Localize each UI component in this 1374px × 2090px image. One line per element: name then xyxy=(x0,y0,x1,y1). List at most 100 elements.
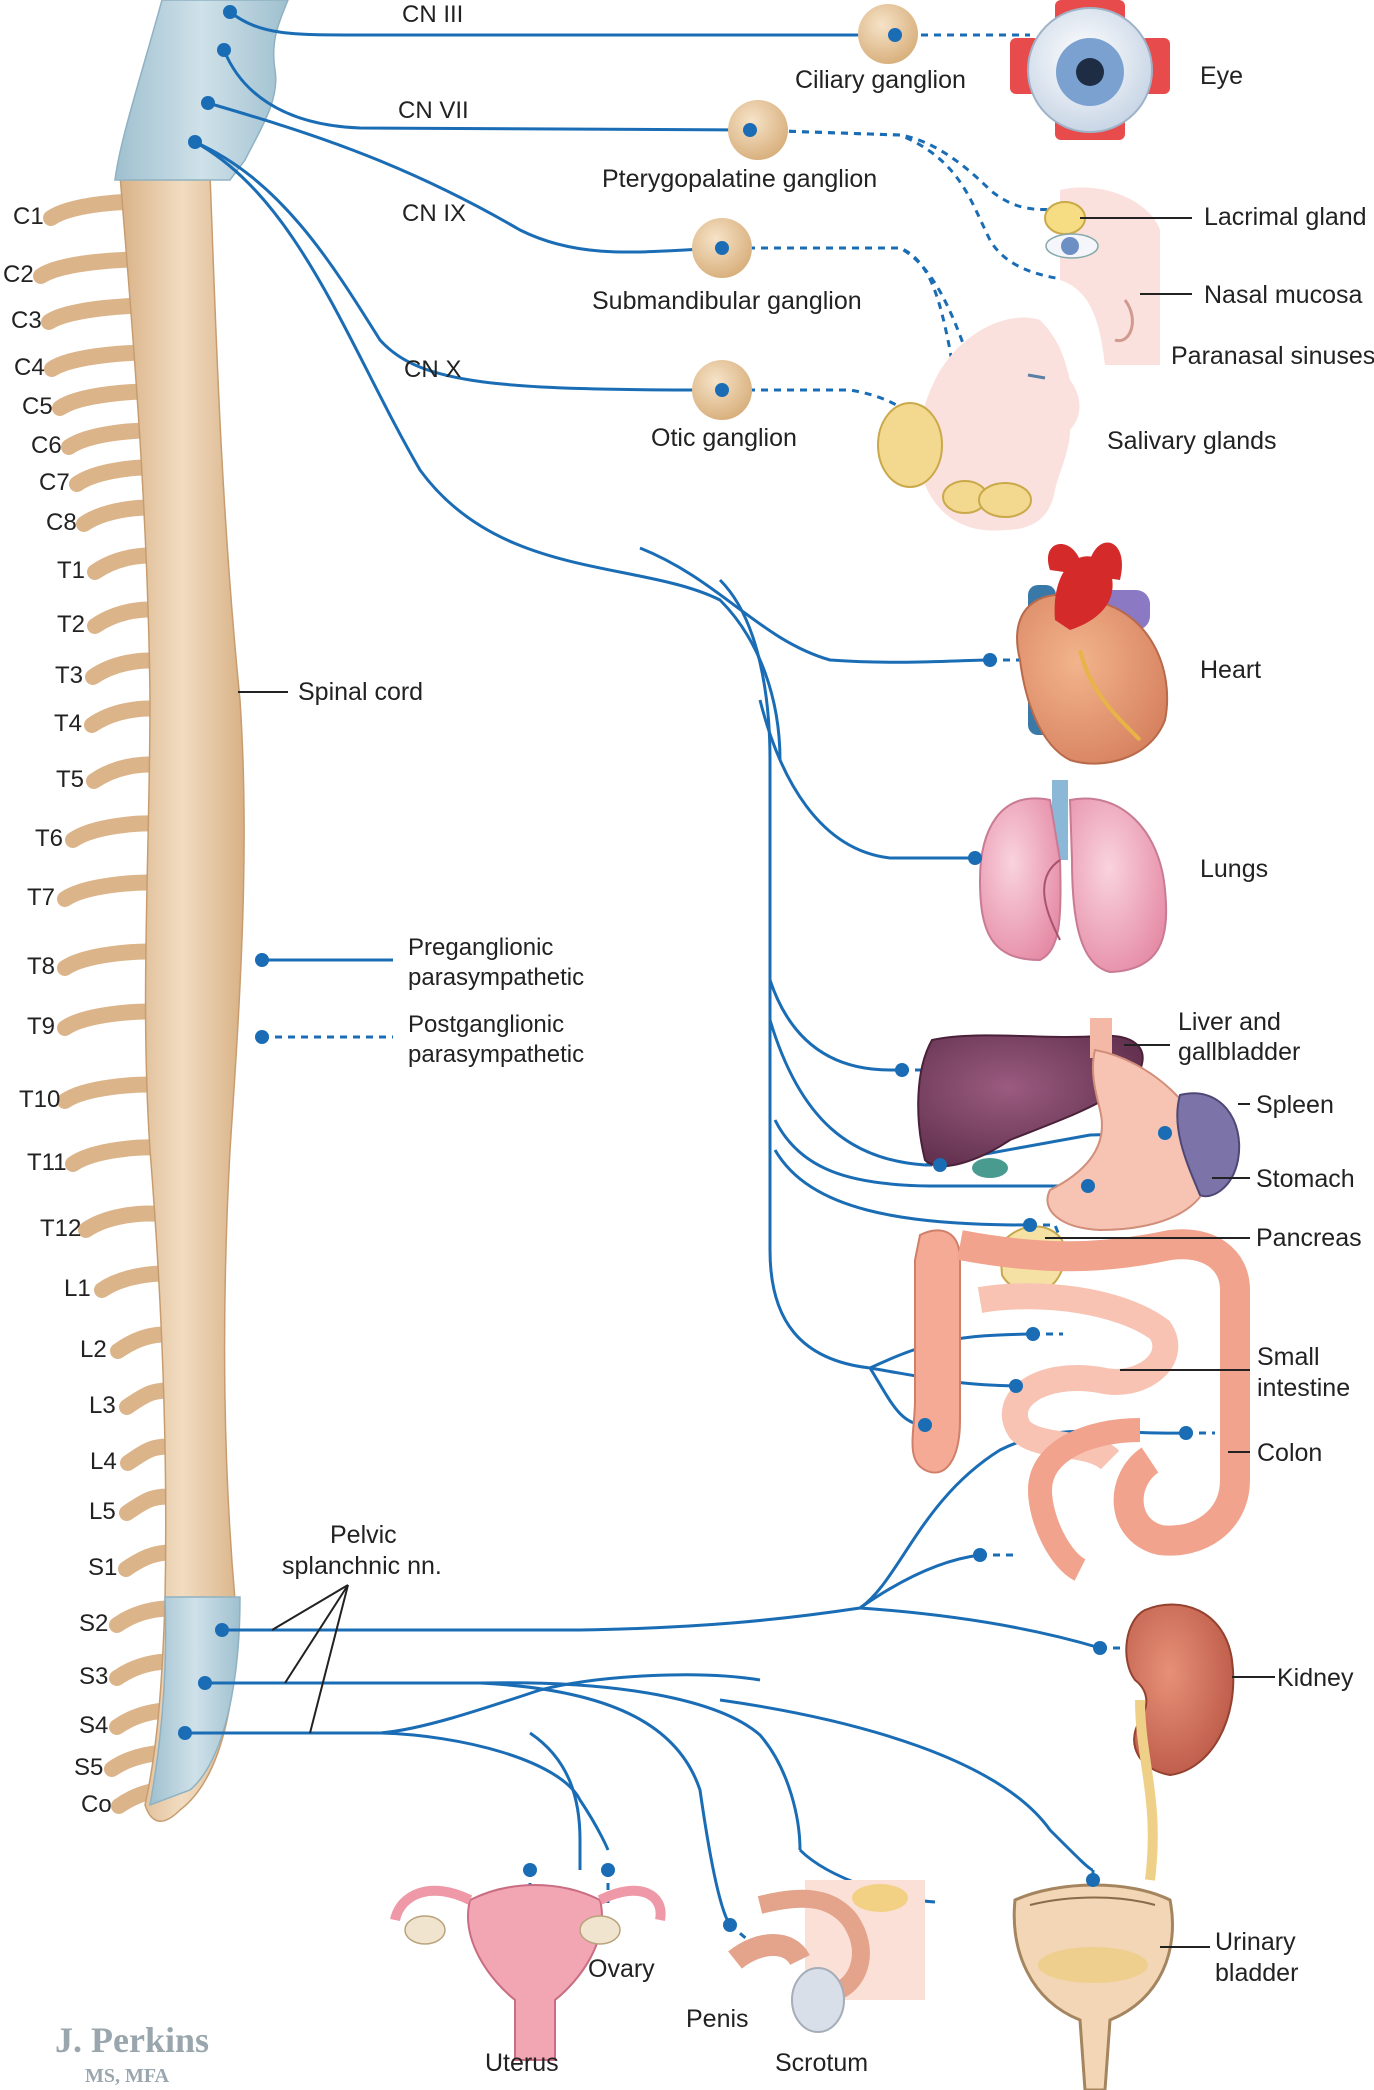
bladder-illustration xyxy=(1012,1883,1174,2090)
synapse-dot xyxy=(715,383,729,397)
segment-label-c6: C6 xyxy=(31,432,62,459)
salivary-illustration xyxy=(877,317,1080,531)
intestines-illustration xyxy=(911,1229,1250,1581)
eye-label: Eye xyxy=(1200,62,1243,90)
segment-label-l3: L3 xyxy=(89,1392,116,1419)
segment-label-c5: C5 xyxy=(22,393,53,420)
pancreas-label: Pancreas xyxy=(1256,1224,1362,1252)
paranasal-label: Paranasal sinuses xyxy=(1171,342,1374,370)
bladder-label-2: bladder xyxy=(1215,1959,1298,1987)
synapse-dot xyxy=(918,1418,932,1432)
heart-illustration xyxy=(1016,542,1169,765)
ciliary-ganglion xyxy=(858,4,918,64)
spinal-nerve-root-t7 xyxy=(57,874,168,907)
segment-label-t11: T11 xyxy=(27,1149,67,1176)
colon-label: Colon xyxy=(1257,1439,1322,1467)
synapse-dot xyxy=(715,241,729,255)
synapse-dot xyxy=(178,1726,192,1740)
synapse-dot xyxy=(983,653,997,667)
synapse-dot xyxy=(1158,1126,1172,1140)
segment-label-c7: C7 xyxy=(39,469,70,496)
segment-label-t12: T12 xyxy=(40,1215,81,1242)
cn3-label: CN III xyxy=(402,1,463,28)
cn10-label: CN X xyxy=(404,356,461,383)
segment-label-s3: S3 xyxy=(79,1663,108,1690)
segment-label-t9: T9 xyxy=(27,1013,55,1040)
segment-label-t4: T4 xyxy=(54,710,82,737)
synapse-dot xyxy=(1081,1179,1095,1193)
small-intestine-label-1: Small xyxy=(1257,1343,1320,1371)
ovary-label: Ovary xyxy=(588,1955,655,1983)
synapse-dot xyxy=(968,851,982,865)
synapse-dot xyxy=(1023,1218,1037,1232)
segment-label-c4: C4 xyxy=(14,354,45,381)
segment-label-s2: S2 xyxy=(79,1610,108,1637)
spinal-cord-label: Spinal cord xyxy=(298,678,423,706)
nasal-label: Nasal mucosa xyxy=(1204,281,1362,309)
legend xyxy=(255,953,393,1044)
otic-ganglion-label: Otic ganglion xyxy=(651,424,797,452)
spinal-nerve-root-t6 xyxy=(65,815,168,848)
legend-pre-label-2: parasympathetic xyxy=(408,964,584,991)
segment-label-t2: T2 xyxy=(57,611,85,638)
segment-labels: C1C2C3C4C5C6C7C8T1T2T3T4T5T6T7T8T9T10T11… xyxy=(3,203,117,1818)
synapse-dot xyxy=(1009,1379,1023,1393)
segment-label-s5: S5 xyxy=(74,1754,103,1781)
segment-label-c3: C3 xyxy=(11,307,42,334)
cranial-preganglionic-fibers xyxy=(194,10,1166,1427)
synapse-dot xyxy=(1086,1873,1100,1887)
organs xyxy=(390,0,1250,2090)
bladder-label-1: Urinary xyxy=(1215,1928,1296,1956)
legend-post-label-1: Postganglionic xyxy=(408,1011,564,1038)
small-intestine-label-2: intestine xyxy=(1257,1374,1350,1402)
synapse-dot xyxy=(1026,1327,1040,1341)
synapse-dot xyxy=(601,1863,615,1877)
liver-label-1: Liver and xyxy=(1178,1008,1281,1036)
synapse-dot xyxy=(215,1623,229,1637)
uterus-label: Uterus xyxy=(485,2049,559,2077)
legend-pre-label-1: Preganglionic xyxy=(408,934,553,961)
pelvic-label-1: Pelvic xyxy=(330,1521,397,1549)
stomach-label: Stomach xyxy=(1256,1165,1355,1193)
spleen-illustration xyxy=(1176,1092,1241,1198)
synapse-dot xyxy=(198,1676,212,1690)
male-genitalia-illustration xyxy=(728,1880,925,2033)
synapse-dot xyxy=(1093,1641,1107,1655)
pterygopalatine-ganglion-label: Pterygopalatine ganglion xyxy=(602,165,877,193)
cn9-label: CN IX xyxy=(402,200,466,227)
synapse-dot xyxy=(201,96,215,110)
synapse-dot xyxy=(523,1863,537,1877)
cn7-label: CN VII xyxy=(398,97,469,124)
ganglia xyxy=(692,4,918,420)
spinal-nerve-root-t10 xyxy=(57,1076,168,1109)
segment-label-c1: C1 xyxy=(13,203,44,230)
lungs-label: Lungs xyxy=(1200,855,1268,883)
liver-label-2: gallbladder xyxy=(1178,1038,1300,1066)
segment-label-s1: S1 xyxy=(88,1554,117,1581)
lungs-illustration xyxy=(978,780,1168,974)
synapse-dot xyxy=(973,1548,987,1562)
synapse-dot xyxy=(723,1918,737,1932)
synapse-dot xyxy=(888,28,902,42)
synapse-dot xyxy=(743,123,757,137)
spinal-nerve-root-t11 xyxy=(65,1139,168,1172)
segment-label-t6: T6 xyxy=(35,825,63,852)
liver-illustration xyxy=(917,1034,1144,1178)
text-labels: CN III CN VII CN IX CN X Ciliary ganglio… xyxy=(55,1,1374,2087)
synapse-markers xyxy=(178,5,1193,1932)
segment-label-s4: S4 xyxy=(79,1712,108,1739)
brainstem xyxy=(114,0,289,181)
leader-lines xyxy=(238,217,1275,1948)
pelvic-label-2: splanchnic nn. xyxy=(282,1552,442,1580)
penis-label: Penis xyxy=(686,2005,749,2033)
lacrimal-illustration xyxy=(1044,187,1160,365)
segment-label-t7: T7 xyxy=(27,884,55,911)
spinal-cord xyxy=(119,174,245,1822)
spinal-column xyxy=(33,0,289,1822)
scrotum-label: Scrotum xyxy=(775,2049,868,2077)
synapse-dot xyxy=(933,1158,947,1172)
segment-label-t8: T8 xyxy=(27,953,55,980)
submandibular-ganglion-label: Submandibular ganglion xyxy=(592,287,862,315)
synapse-dot xyxy=(217,43,231,57)
signature-credentials: MS, MFA xyxy=(85,2065,170,2087)
